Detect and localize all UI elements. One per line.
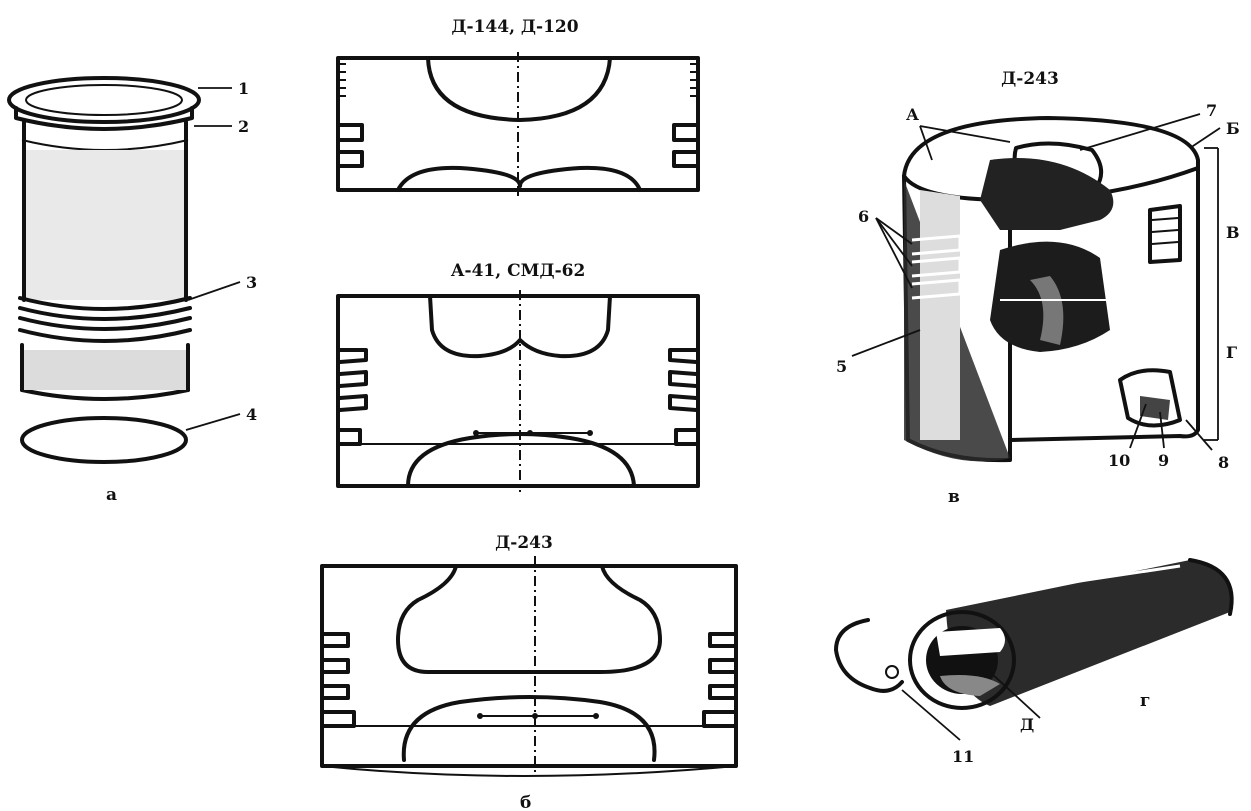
caption-v: в	[948, 487, 960, 507]
section-d243	[320, 556, 738, 777]
label-7: 7	[1206, 101, 1217, 120]
label-4: 4	[246, 405, 257, 424]
title-a41-smd62: А-41, СМД-62	[451, 261, 586, 281]
piston-pin	[908, 558, 1234, 710]
caption-b: б	[520, 793, 531, 811]
piston-3d	[902, 116, 1219, 463]
label-8: 8	[1218, 453, 1229, 472]
label-10: 10	[1108, 451, 1130, 470]
label-9: 9	[1158, 451, 1169, 470]
title-d243-section: Д-243	[495, 533, 553, 553]
leader-6-2	[875, 217, 913, 267]
cylinder-liner	[7, 76, 201, 464]
leader-10	[1129, 403, 1147, 449]
label-B: Б	[1226, 119, 1240, 138]
leader-A-2	[919, 125, 1011, 143]
leader-A-1	[919, 125, 933, 161]
leader-3	[187, 281, 241, 301]
section-a41	[336, 290, 700, 492]
label-D: Д	[1020, 715, 1034, 734]
label-V: В	[1226, 223, 1240, 242]
leader-D	[989, 671, 1041, 719]
leader-6-1	[875, 217, 913, 245]
leader-11	[901, 689, 961, 741]
leader-9	[1159, 411, 1165, 449]
label-11: 11	[952, 747, 974, 766]
label-G: Г	[1226, 343, 1237, 362]
title-d243-piston: Д-243	[1001, 69, 1059, 89]
label-1: 1	[238, 79, 249, 98]
label-3: 3	[246, 273, 257, 292]
title-d144-d120: Д-144, Д-120	[451, 17, 578, 37]
caption-g: г	[1140, 691, 1150, 711]
circlip	[834, 618, 904, 693]
label-2: 2	[238, 117, 249, 136]
leader-6-3	[875, 217, 913, 289]
label-6: 6	[858, 207, 869, 226]
section-d144	[336, 52, 700, 196]
label-A: А	[906, 105, 919, 124]
label-5: 5	[836, 357, 847, 376]
leader-8	[1185, 419, 1213, 451]
leader-4	[185, 413, 241, 431]
caption-a: а	[106, 485, 117, 505]
leader-7	[1079, 113, 1201, 151]
leader-5	[851, 329, 921, 357]
leader-B	[1189, 127, 1221, 149]
